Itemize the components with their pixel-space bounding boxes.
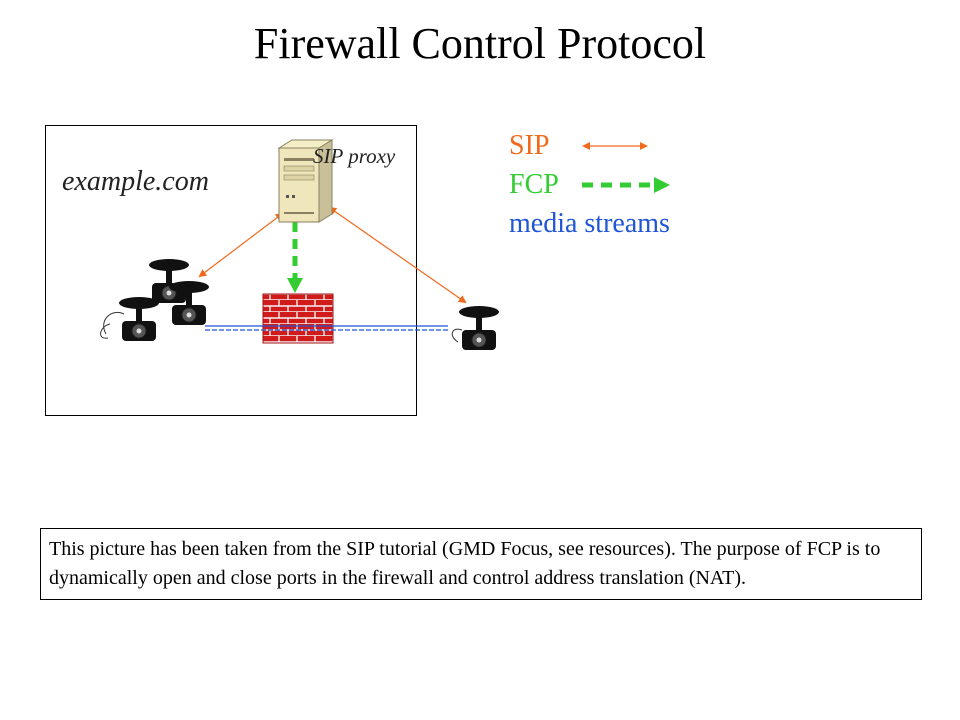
media-stream-line (205, 325, 448, 331)
caption-box: This picture has been taken from the SIP… (40, 528, 922, 600)
sip-arrow-proxy-to-remote-phone (328, 206, 467, 304)
server-icon (277, 139, 334, 223)
legend-fcp-symbol (582, 177, 670, 193)
firewall-icon (262, 293, 334, 344)
fcp-arrow-proxy-to-firewall (287, 222, 303, 293)
phone-icon (169, 281, 209, 325)
slide-title: Firewall Control Protocol (253, 19, 707, 68)
phone-icon (119, 297, 159, 341)
sip-arrow-proxy-to-local-phones (198, 212, 284, 278)
legend-fcp-label: FCP (509, 169, 559, 200)
phone-icon-remote (451, 306, 499, 350)
domain-label: example.com (62, 166, 209, 197)
phone-icon (149, 259, 189, 303)
sip-proxy-label: SIP proxy (313, 144, 396, 168)
legend-sip-label: SIP (509, 130, 550, 161)
phone-icon-group-local (100, 259, 209, 341)
legend-media-streams-label: media streams (509, 208, 670, 239)
